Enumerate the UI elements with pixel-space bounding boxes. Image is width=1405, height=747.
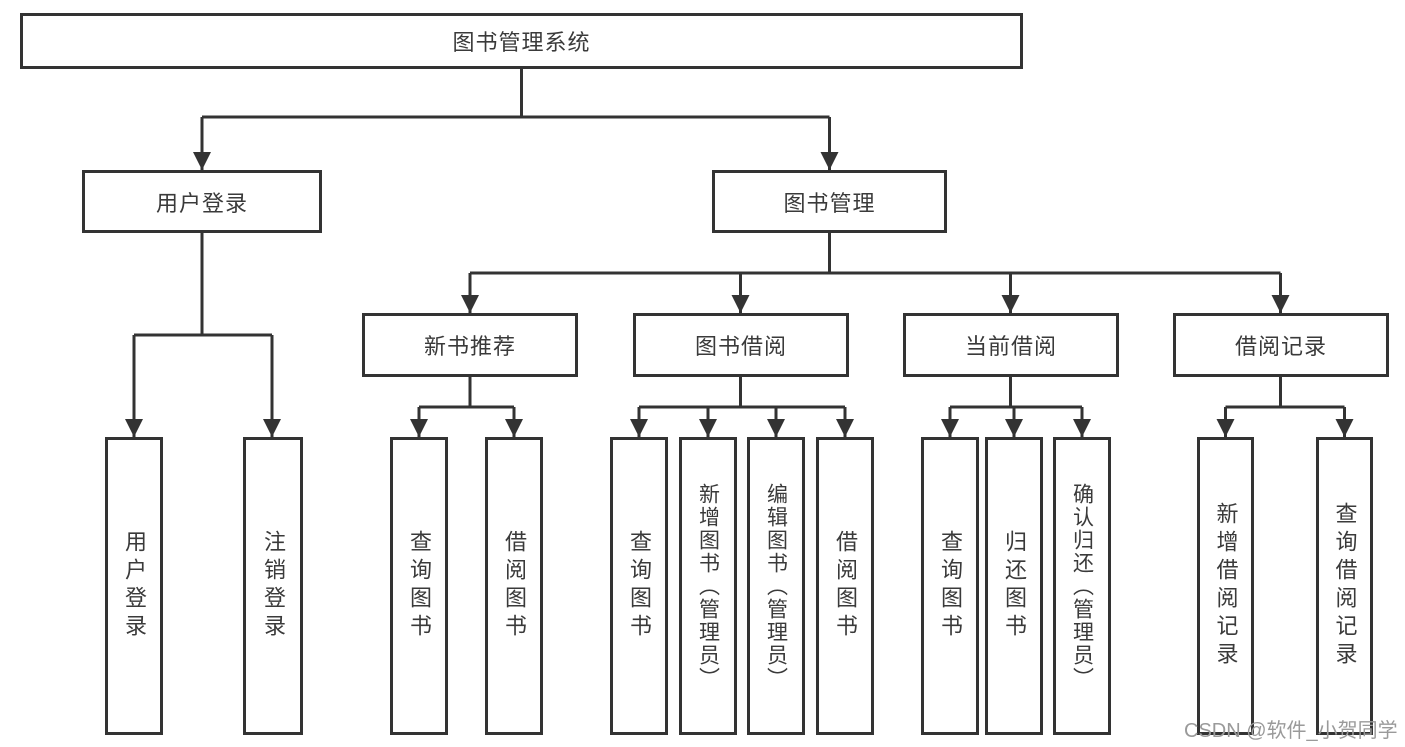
node-label: 借阅记录 [1234,334,1327,359]
node-label: 用户登录 [155,190,248,216]
leaf-query-borrow-record: 查询借阅记录 [1316,437,1373,735]
node-label: 注销登录 [261,530,286,642]
node-label: 借阅图书 [502,530,527,642]
node-label: 借阅图书 [833,530,858,642]
leaf-query-books-3: 查询图书 [921,437,979,735]
node-label: 查询图书 [627,530,652,642]
node-label: 当前借阅 [964,334,1057,359]
node-label: 确认归还（管理员） [1070,482,1094,690]
leaf-return-books: 归还图书 [985,437,1043,735]
leaf-query-books-2: 查询图书 [610,437,668,735]
csdn-watermark: CSDN @软件_小贺同学 [1184,720,1398,742]
node-label: 查询图书 [938,530,963,642]
leaf-add-borrow-record: 新增借阅记录 [1197,437,1254,735]
node-library-management-system: 图书管理系统 [20,13,1023,69]
node-label: 归还图书 [1002,530,1027,642]
node-book-borrow: 图书借阅 [633,313,849,377]
node-user-login: 用户登录 [82,170,322,233]
node-label: 图书借阅 [694,334,787,359]
leaf-borrow-books-2: 借阅图书 [816,437,874,735]
node-label: 查询图书 [407,530,432,642]
node-label: 新增图书（管理员） [696,482,720,690]
node-new-book-recommend: 新书推荐 [362,313,578,377]
node-book-management: 图书管理 [712,170,947,233]
node-label: 新增借阅记录 [1213,502,1239,670]
node-label: 用户登录 [122,530,147,642]
node-label: 编辑图书（管理员） [764,482,788,690]
leaf-confirm-return-admin: 确认归还（管理员） [1053,437,1111,735]
leaf-edit-books-admin: 编辑图书（管理员） [747,437,805,735]
node-current-borrow: 当前借阅 [903,313,1119,377]
leaf-add-books-admin: 新增图书（管理员） [679,437,737,735]
node-label: 图书管理 [783,190,876,216]
leaf-query-books-1: 查询图书 [390,437,448,735]
leaf-logout: 注销登录 [243,437,303,735]
leaf-user-login: 用户登录 [105,437,163,735]
node-label: 新书推荐 [423,334,516,359]
node-label: 图书管理系统 [452,30,591,55]
node-borrow-records: 借阅记录 [1173,313,1389,377]
leaf-borrow-books-1: 借阅图书 [485,437,543,735]
node-label: 查询借阅记录 [1332,502,1358,670]
